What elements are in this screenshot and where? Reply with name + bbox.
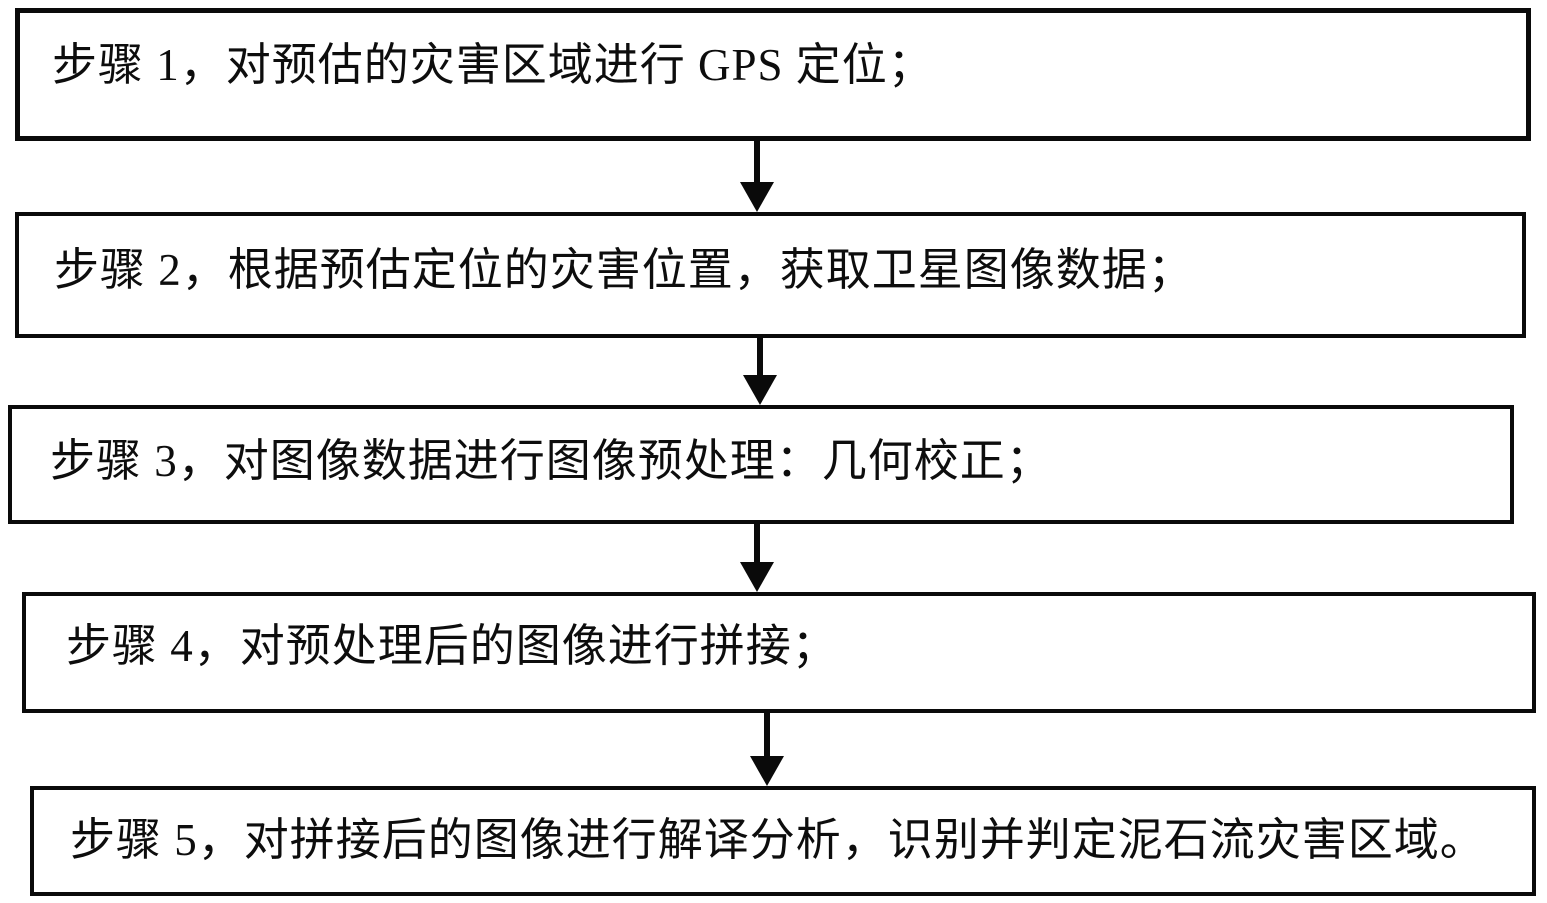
arrow-head bbox=[743, 375, 777, 405]
arrow-shaft bbox=[754, 141, 760, 182]
step-box-4: 步骤 4，对预处理后的图像进行拼接； bbox=[22, 592, 1536, 713]
step-2-label: 步骤 2，根据预估定位的灾害位置，获取卫星图像数据； bbox=[54, 245, 1194, 295]
step-1-label: 步骤 1，对预估的灾害区域进行 GPS 定位； bbox=[52, 40, 934, 90]
step-box-5: 步骤 5，对拼接后的图像进行解译分析，识别并判定泥石流灾害区域。 bbox=[30, 786, 1536, 896]
step-4-label: 步骤 4，对预处理后的图像进行拼接； bbox=[66, 621, 838, 671]
step-3-label: 步骤 3，对图像数据进行图像预处理：几何校正； bbox=[50, 436, 1052, 486]
step-box-1: 步骤 1，对预估的灾害区域进行 GPS 定位； bbox=[15, 8, 1531, 141]
step-box-3: 步骤 3，对图像数据进行图像预处理：几何校正； bbox=[8, 405, 1514, 524]
step-5-label: 步骤 5，对拼接后的图像进行解译分析，识别并判定泥石流灾害区域。 bbox=[70, 815, 1486, 865]
arrow-down-icon bbox=[740, 524, 774, 592]
arrow-shaft bbox=[754, 524, 760, 562]
arrow-down-icon bbox=[743, 338, 777, 405]
arrow-head bbox=[740, 182, 774, 212]
arrow-shaft bbox=[757, 338, 763, 375]
arrow-down-icon bbox=[740, 141, 774, 212]
arrow-down-icon bbox=[750, 713, 784, 786]
arrow-head bbox=[740, 562, 774, 592]
arrow-shaft bbox=[764, 713, 770, 756]
step-box-2: 步骤 2，根据预估定位的灾害位置，获取卫星图像数据； bbox=[15, 212, 1526, 338]
arrow-head bbox=[750, 756, 784, 786]
